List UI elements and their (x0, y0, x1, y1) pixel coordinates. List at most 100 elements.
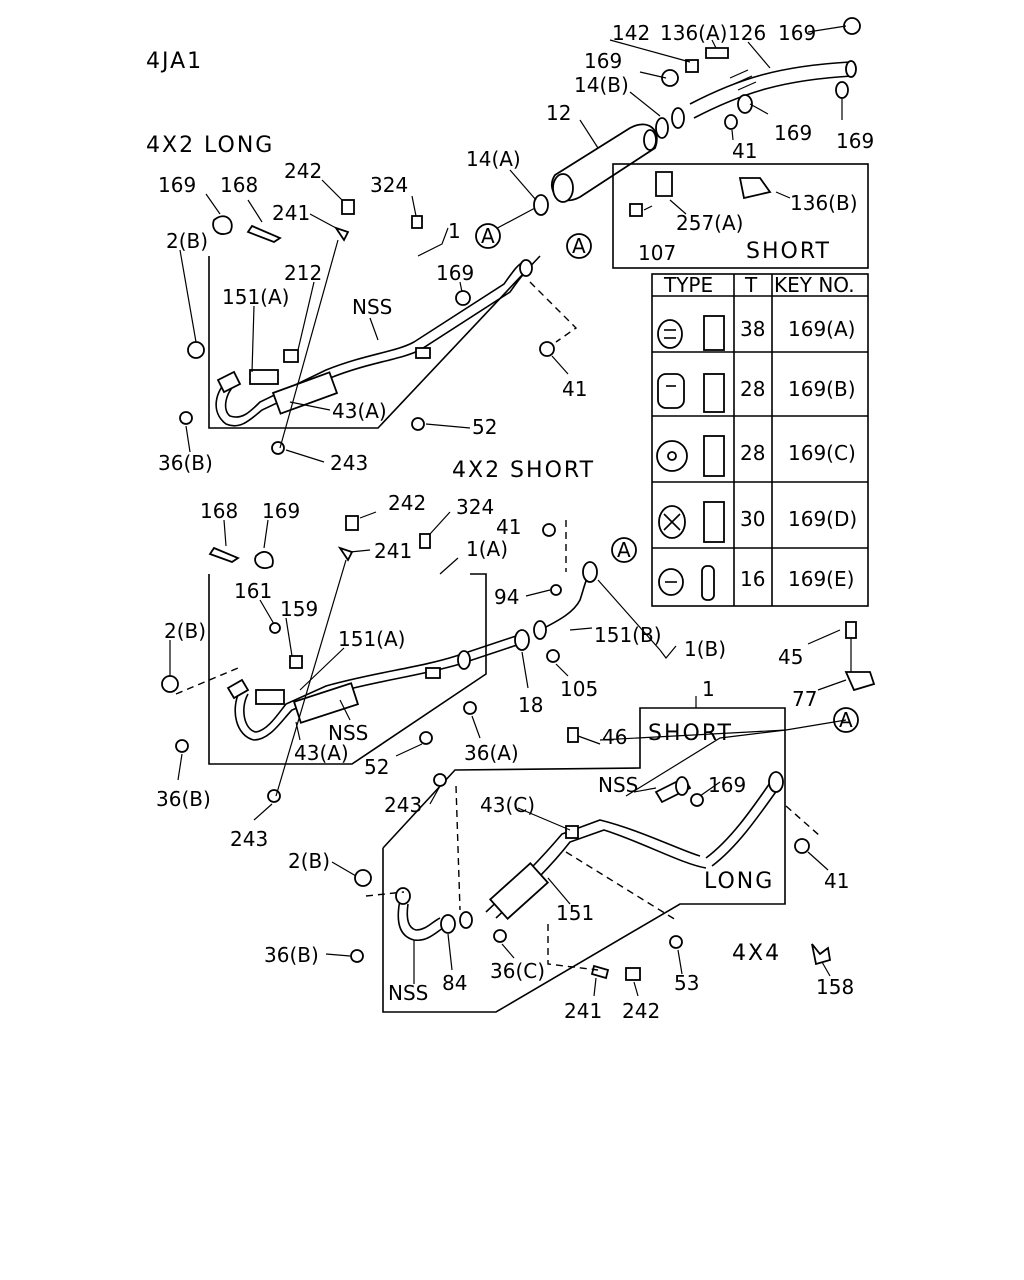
long-callout-243: 243 (330, 451, 368, 475)
bottom-callout-2b: 2(B) (288, 849, 330, 873)
table-row-2-t: 28 (740, 377, 765, 401)
rubber-hanger-table: TYPE T KEY NO. 38 (651, 273, 869, 607)
muffler-assembly (533, 17, 861, 216)
short-callout-241: 241 (374, 539, 412, 563)
table-row-3-key: 169(C) (788, 441, 856, 465)
short-4x2-pipe-assembly: A (161, 515, 637, 803)
short-callout-151b: 151(B) (594, 623, 662, 647)
table-row-1-key: 169(A) (788, 317, 855, 341)
bottom-callout-36b: 36(B) (264, 943, 319, 967)
hanger-type-c-icon (656, 435, 725, 477)
short-callout-324: 324 (456, 495, 494, 519)
bottom-callout-242: 242 (622, 999, 660, 1023)
bottom-callout-41: 41 (824, 869, 849, 893)
engine-code-heading: 4JA1 (146, 49, 203, 74)
bottom-callout-151: 151 (556, 901, 594, 925)
svg-text:A: A (572, 234, 586, 258)
long-callout-52: 52 (472, 415, 497, 439)
variant-4x4-heading: 4X4 (732, 941, 781, 966)
callout-14b: 14(B) (574, 73, 629, 97)
callout-136a: 136(A) (660, 21, 727, 45)
short-callout-52: 52 (364, 755, 389, 779)
short-callout-94: 94 (494, 585, 519, 609)
bottom-callout-243: 243 (384, 793, 422, 817)
table-header-type: TYPE (663, 273, 713, 297)
bracket-45-77: 45 77 (778, 621, 876, 711)
table-header-t: T (744, 273, 758, 297)
long-callout-41: 41 (562, 377, 587, 401)
bottom-callout-43c: 43(C) (480, 793, 535, 817)
long-callout-212: 212 (284, 261, 322, 285)
table-row-5-key: 169(E) (788, 567, 854, 591)
callout-41-top: 41 (732, 139, 757, 163)
table-row-5-t: 16 (740, 567, 765, 591)
bottom-long-label: LONG (704, 869, 774, 894)
callout-169-topright: 169 (778, 21, 816, 45)
short-callout-161: 161 (234, 579, 272, 603)
bottom-callout-53: 53 (674, 971, 699, 995)
hanger-type-b-icon (657, 373, 725, 413)
long-callout-242: 242 (284, 159, 322, 183)
table-row-4-key: 169(D) (788, 507, 857, 531)
bottom-callout-84: 84 (442, 971, 467, 995)
svg-text:A: A (481, 224, 495, 248)
bottom-callout-169: 169 (708, 773, 746, 797)
bottom-callout-241: 241 (564, 999, 602, 1023)
long-callout-168: 168 (220, 173, 258, 197)
short-callout-169: 169 (262, 499, 300, 523)
long-callout-241: 241 (272, 201, 310, 225)
table-header-key: KEY NO. (774, 273, 855, 297)
inset-short-label: SHORT (746, 239, 831, 264)
bottom-callout-nss: NSS (598, 773, 638, 797)
long-callout-1: 1 (448, 219, 461, 243)
hanger-type-a-icon (657, 315, 725, 351)
bottom-callout-nss2: NSS (388, 981, 428, 1005)
callout-126: 126 (728, 21, 766, 45)
long-callout-36b: 36(B) (158, 451, 213, 475)
long-callout-nss: NSS (352, 295, 392, 319)
callout-12: 12 (546, 101, 571, 125)
short-callout-41: 41 (496, 515, 521, 539)
short-callout-242: 242 (388, 491, 426, 515)
4x4-pipe-assembly: A (350, 707, 859, 1013)
table-row-4-t: 30 (740, 507, 765, 531)
callout-77: 77 (792, 687, 817, 711)
callout-142: 142 (612, 21, 650, 45)
inset-short-box: 136(B) 257(A) 107 SHORT (612, 163, 869, 269)
callout-45: 45 (778, 645, 803, 669)
hanger-type-d-icon (658, 501, 725, 543)
long-callout-43a: 43(A) (332, 399, 387, 423)
short-callout-43a: 43(A) (294, 741, 349, 765)
short-callout-168: 168 (200, 499, 238, 523)
callout-169-r2: 169 (836, 129, 874, 153)
short-callout-151a: 151(A) (338, 627, 405, 651)
bottom-short-label: SHORT (648, 721, 733, 746)
callout-136b: 136(B) (790, 191, 858, 215)
long-callout-2b: 2(B) (166, 229, 208, 253)
table-row-2-key: 169(B) (788, 377, 856, 401)
long-callout-324: 324 (370, 173, 408, 197)
bottom-callout-36c: 36(C) (490, 959, 545, 983)
ref-marker-a: A (475, 223, 501, 249)
long-callout-169b: 169 (436, 261, 474, 285)
svg-text:A: A (617, 538, 631, 562)
long-callout-169: 169 (158, 173, 196, 197)
callout-169-r1: 169 (774, 121, 812, 145)
short-callout-2b: 2(B) (164, 619, 206, 643)
bottom-callout-46: 46 (602, 725, 627, 749)
callout-14a: 14(A) (466, 147, 521, 171)
hanger-type-e-icon (658, 565, 715, 601)
long-4x2-pipe-assembly: A (179, 199, 592, 455)
callout-107: 107 (638, 241, 676, 265)
long-callout-151a: 151(A) (222, 285, 289, 309)
bottom-callout-158: 158 (816, 975, 854, 999)
callout-257a: 257(A) (676, 211, 743, 235)
short-callout-18: 18 (518, 693, 543, 717)
bottom-callout-1: 1 (702, 677, 715, 701)
short-callout-1a: 1(A) (466, 537, 508, 561)
short-callout-36b: 36(B) (156, 787, 211, 811)
table-row-3-t: 28 (740, 441, 765, 465)
variant-4x2-short-heading: 4X2 SHORT (452, 458, 595, 483)
short-callout-1b: 1(B) (684, 637, 726, 661)
